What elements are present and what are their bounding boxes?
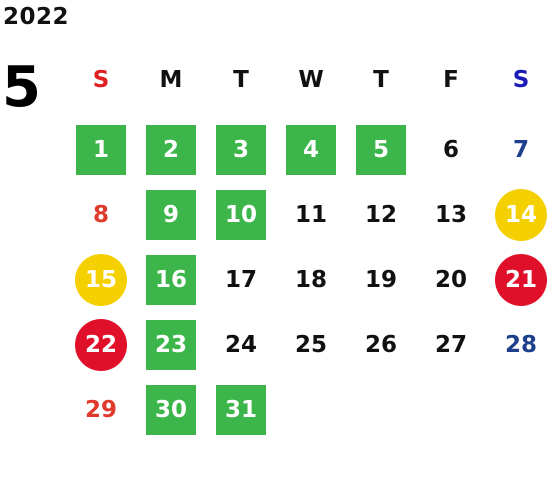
day-cell[interactable]: 31 (206, 380, 276, 440)
day-number: 12 (364, 202, 397, 228)
day-cell[interactable]: 2 (136, 120, 206, 180)
day-number: 25 (294, 332, 327, 358)
day-number: 18 (294, 267, 327, 293)
day-cell[interactable]: 30 (136, 380, 206, 440)
day-cell[interactable]: 8 (66, 185, 136, 245)
day-cell[interactable]: 18 (276, 250, 346, 310)
weekday-label: W (298, 67, 324, 93)
day-number: 7 (512, 137, 529, 163)
day-cell[interactable]: 29 (66, 380, 136, 440)
day-cell[interactable]: 19 (346, 250, 416, 310)
day-cell[interactable]: 3 (206, 120, 276, 180)
weekday-saturday: S (486, 50, 548, 110)
day-cell[interactable]: 21 (486, 250, 548, 310)
day-cell[interactable]: 15 (66, 250, 136, 310)
day-number: 23 (146, 320, 196, 370)
day-cell[interactable]: 22 (66, 315, 136, 375)
day-cell[interactable]: 16 (136, 250, 206, 310)
weekday-friday: F (416, 50, 486, 110)
day-number: 26 (364, 332, 397, 358)
day-number: 3 (216, 125, 266, 175)
weekday-label: T (373, 67, 389, 93)
day-number: 8 (92, 202, 109, 228)
day-number: 9 (146, 190, 196, 240)
weekday-wednesday: W (276, 50, 346, 110)
weekday-label: T (233, 67, 249, 93)
day-cell[interactable]: 11 (276, 185, 346, 245)
day-cell[interactable]: 14 (486, 185, 548, 245)
day-number: 22 (75, 319, 127, 371)
day-number: 15 (75, 254, 127, 306)
day-number: 17 (224, 267, 257, 293)
weekday-sunday: S (66, 50, 136, 110)
day-number: 10 (216, 190, 266, 240)
day-number: 31 (216, 385, 266, 435)
day-cell[interactable]: 28 (486, 315, 548, 375)
day-number: 21 (495, 254, 547, 306)
day-cell[interactable]: 13 (416, 185, 486, 245)
week-row: 15 16 17 18 19 20 21 (66, 250, 548, 310)
day-cell[interactable]: 6 (416, 120, 486, 180)
day-cell[interactable]: 23 (136, 315, 206, 375)
day-number: 5 (356, 125, 406, 175)
day-cell[interactable]: 12 (346, 185, 416, 245)
day-cell[interactable]: 26 (346, 315, 416, 375)
day-number: 1 (76, 125, 126, 175)
day-cell[interactable]: 24 (206, 315, 276, 375)
day-cell[interactable]: 5 (346, 120, 416, 180)
day-number: 29 (84, 397, 117, 423)
weekday-monday: M (136, 50, 206, 110)
day-number: 13 (434, 202, 467, 228)
day-number: 19 (364, 267, 397, 293)
weekday-label: M (159, 67, 183, 93)
day-cell[interactable]: 27 (416, 315, 486, 375)
day-cell[interactable]: 9 (136, 185, 206, 245)
year-label: 2022 (3, 4, 70, 30)
day-number: 6 (442, 137, 459, 163)
day-number: 30 (146, 385, 196, 435)
day-number: 28 (504, 332, 537, 358)
day-number: 24 (224, 332, 257, 358)
weekday-label: S (92, 67, 110, 93)
week-row: 22 23 24 25 26 27 28 (66, 315, 548, 375)
day-cell[interactable]: 7 (486, 120, 548, 180)
day-number: 2 (146, 125, 196, 175)
weekday-thursday: T (346, 50, 416, 110)
month-number: 5 (2, 55, 41, 120)
day-cell[interactable]: 4 (276, 120, 346, 180)
day-cell[interactable]: 1 (66, 120, 136, 180)
day-number: 4 (286, 125, 336, 175)
day-number: 14 (495, 189, 547, 241)
day-cell[interactable]: 17 (206, 250, 276, 310)
weekday-header: S M T W T F S (66, 50, 548, 110)
day-number: 27 (434, 332, 467, 358)
day-cell[interactable]: 25 (276, 315, 346, 375)
weekday-label: S (512, 67, 530, 93)
day-number: 11 (294, 202, 327, 228)
weekday-label: F (443, 67, 459, 93)
day-number: 16 (146, 255, 196, 305)
day-number: 20 (434, 267, 467, 293)
weekday-tuesday: T (206, 50, 276, 110)
week-row: 8 9 10 11 12 13 14 (66, 185, 548, 245)
week-row: 29 30 31 (66, 380, 548, 440)
day-cell[interactable]: 10 (206, 185, 276, 245)
day-cell[interactable]: 20 (416, 250, 486, 310)
